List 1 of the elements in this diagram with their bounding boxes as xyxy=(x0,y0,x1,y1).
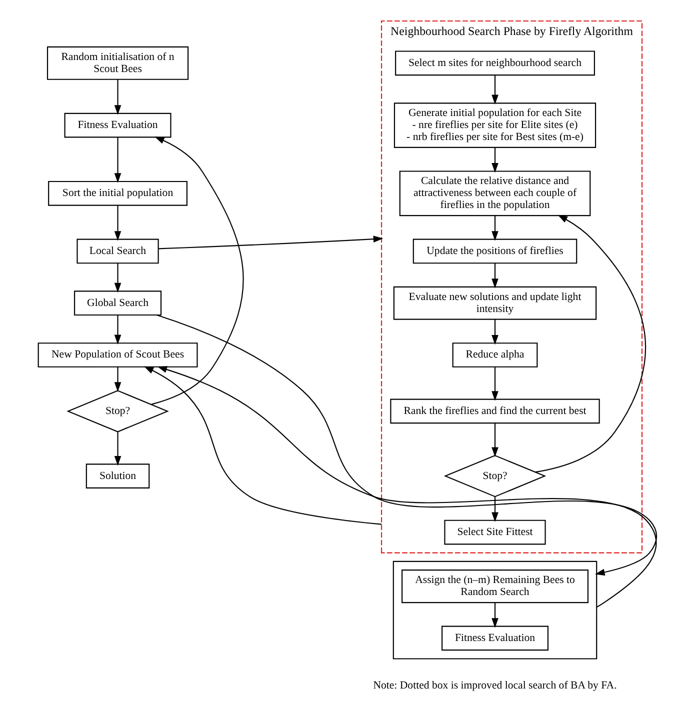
label: Note: Dotted box is improved local search of BA by FA. xyxy=(373,679,617,692)
